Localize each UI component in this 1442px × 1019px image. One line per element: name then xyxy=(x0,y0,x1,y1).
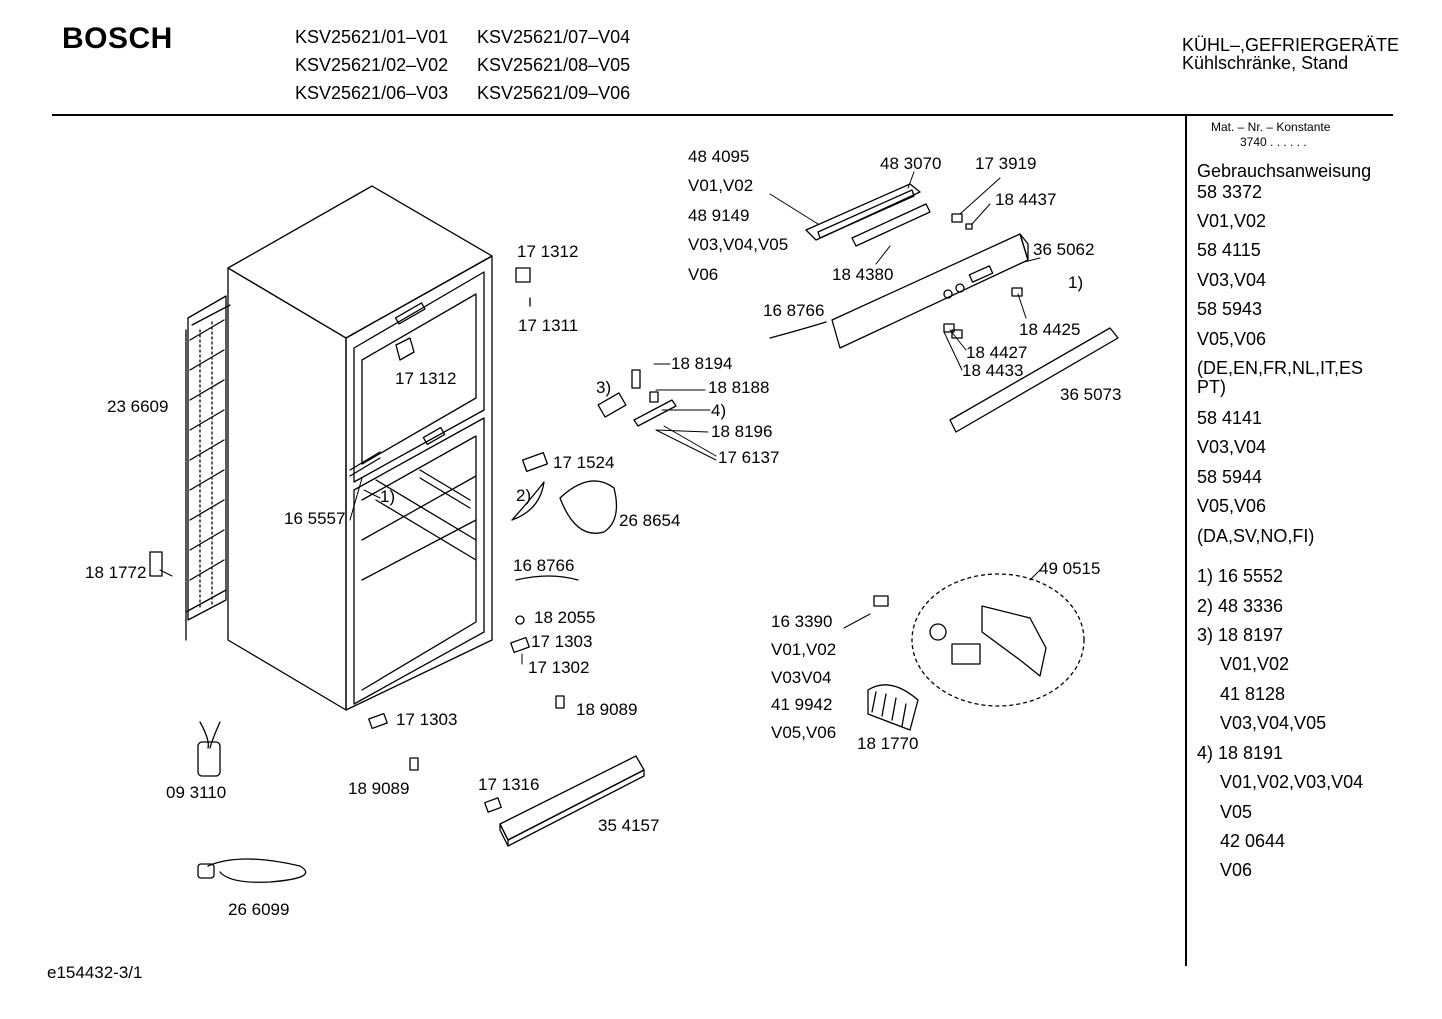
sidebar-item: 58 4115 xyxy=(1197,240,1261,260)
sidebar-item: V01,V02 xyxy=(1197,211,1267,231)
part-label: 4) xyxy=(711,401,727,420)
model-number: KSV25621/02–V02 xyxy=(295,55,449,75)
category-title: KÜHL–,GEFRIERGERÄTE xyxy=(1182,35,1400,55)
part-label: 48 9149 xyxy=(688,206,750,225)
part-label: 09 3110 xyxy=(166,783,227,802)
sidebar-item: V06 xyxy=(1220,860,1253,880)
part-label: 48 3070 xyxy=(880,154,942,173)
part-label: 18 4437 xyxy=(995,190,1057,209)
header-divider xyxy=(52,114,1393,116)
model-number: KSV25621/09–V06 xyxy=(477,83,631,103)
part-label: 18 4433 xyxy=(962,361,1024,380)
part-label: 1) xyxy=(1068,273,1084,292)
sidebar-item: 2) 48 3336 xyxy=(1197,596,1284,616)
part-label: 17 6137 xyxy=(718,448,780,467)
sidebar-item: (DE,EN,FR,NL,IT,ES xyxy=(1197,358,1364,378)
part-label: V05,V06 xyxy=(771,723,837,742)
sidebar-divider xyxy=(1185,116,1187,966)
mat-number-value: 3740 . . . . . . xyxy=(1240,135,1307,149)
subcategory-title: Kühlschränke, Stand xyxy=(1182,53,1349,73)
part-label: 2) xyxy=(516,486,532,505)
sidebar-item: 58 5943 xyxy=(1197,299,1263,319)
fan-unit-drawing xyxy=(868,574,1084,730)
sidebar-item: 58 4141 xyxy=(1197,408,1263,428)
sidebar-item: 1) 16 5552 xyxy=(1197,566,1284,586)
brand-logo: BOSCH xyxy=(62,22,173,55)
mat-number-label: Mat. – Nr. – Konstante xyxy=(1211,120,1331,134)
part-label: 18 8188 xyxy=(708,378,770,397)
part-label: 18 1772 xyxy=(85,563,147,582)
part-label: 3) xyxy=(596,378,612,397)
part-label: V03,V04,V05 xyxy=(688,235,789,254)
sidebar-item: V01,V02 xyxy=(1220,654,1290,674)
part-label: 18 1770 xyxy=(857,734,919,753)
part-label: 36 5073 xyxy=(1060,385,1122,404)
model-number: KSV25621/07–V04 xyxy=(477,27,631,47)
sidebar-item: (DA,SV,NO,FI) xyxy=(1197,526,1315,546)
part-label: 18 2055 xyxy=(534,608,596,627)
sidebar-item: V05,V06 xyxy=(1197,329,1267,349)
part-label: V01,V02 xyxy=(688,176,754,195)
sidebar-item: Gebrauchsanweisung xyxy=(1197,161,1372,181)
part-label: 17 1302 xyxy=(528,658,590,677)
part-label: 17 1524 xyxy=(553,453,615,472)
sidebar-item: 4) 18 8191 xyxy=(1197,743,1284,763)
part-label: 17 1316 xyxy=(478,775,540,794)
sidebar-item: 41 8128 xyxy=(1220,684,1286,704)
part-label: 16 8766 xyxy=(513,556,575,575)
sidebar-item: V05 xyxy=(1220,802,1253,822)
sidebar-item: V05,V06 xyxy=(1197,496,1267,516)
part-label: 49 0515 xyxy=(1039,559,1101,578)
part-label: 18 8194 xyxy=(671,354,733,373)
sidebar-item: 58 5944 xyxy=(1197,467,1263,487)
sidebar-item: 58 3372 xyxy=(1197,182,1263,202)
sidebar-item: 3) 18 8197 xyxy=(1197,625,1284,645)
part-label: 16 8766 xyxy=(763,301,825,320)
model-number: KSV25621/01–V01 xyxy=(295,27,449,47)
part-label: 18 9089 xyxy=(576,700,638,719)
part-label: 17 1312 xyxy=(395,369,457,388)
part-label: 26 6099 xyxy=(228,900,290,919)
control-panel-drawing xyxy=(770,184,1118,432)
part-label: 35 4157 xyxy=(598,816,660,835)
sidebar-item: V03,V04 xyxy=(1197,437,1267,457)
part-label: V01,V02 xyxy=(771,640,837,659)
part-label: 17 1303 xyxy=(531,632,593,651)
part-label: 18 4427 xyxy=(966,343,1028,362)
part-label: 48 4095 xyxy=(688,147,750,166)
part-label: 16 5557 xyxy=(284,509,346,528)
loose-parts-drawing xyxy=(198,722,306,882)
part-label: 41 9942 xyxy=(771,695,833,714)
part-label: V06 xyxy=(688,265,719,284)
sidebar-item: V03,V04,V05 xyxy=(1220,713,1327,733)
sidebar-item: V03,V04 xyxy=(1197,270,1267,290)
part-label: 18 8196 xyxy=(711,422,773,441)
part-label: 17 1303 xyxy=(396,710,458,729)
model-number: KSV25621/06–V03 xyxy=(295,83,449,103)
hinge-parts-drawing xyxy=(150,268,676,812)
part-label: 18 4380 xyxy=(832,265,894,284)
sidebar-item: V01,V02,V03,V04 xyxy=(1220,772,1364,792)
sidebar-item: PT) xyxy=(1197,377,1226,397)
part-label: 1) xyxy=(380,487,396,506)
part-label: 16 3390 xyxy=(771,612,833,631)
condenser-drawing xyxy=(186,296,230,640)
part-label: V03V04 xyxy=(771,668,832,687)
part-label: 36 5062 xyxy=(1033,240,1095,259)
sidebar-item: 42 0644 xyxy=(1220,831,1286,851)
part-label: 17 3919 xyxy=(975,154,1037,173)
model-number: KSV25621/08–V05 xyxy=(477,55,631,75)
fridge-cabinet-drawing xyxy=(228,186,492,710)
plinth-drawing xyxy=(500,756,644,846)
part-label: 18 9089 xyxy=(348,779,410,798)
document-code: e154432-3/1 xyxy=(47,963,143,982)
part-label: 23 6609 xyxy=(107,397,169,416)
part-label: 26 8654 xyxy=(619,511,681,530)
part-label: 17 1311 xyxy=(518,316,579,335)
part-label: 17 1312 xyxy=(517,242,579,261)
part-label: 18 4425 xyxy=(1019,320,1081,339)
leader-lines xyxy=(160,172,1042,664)
